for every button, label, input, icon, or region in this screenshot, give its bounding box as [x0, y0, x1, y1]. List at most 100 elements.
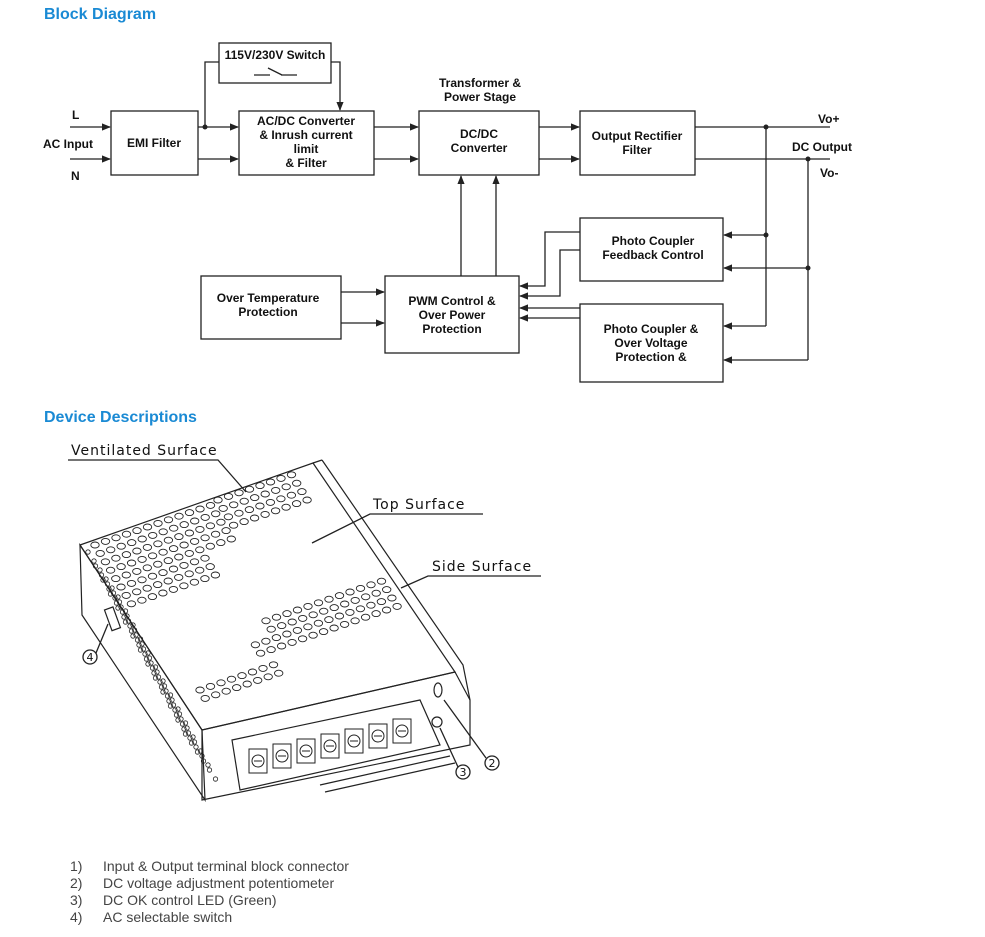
side-vent-hole	[98, 572, 105, 578]
vent-hole	[195, 566, 205, 574]
pwm-line-3: Protection	[422, 322, 481, 336]
side-vent-hole	[145, 650, 151, 656]
side-vent-hole	[113, 600, 120, 606]
side-vent-hole	[199, 753, 205, 759]
side-vent-hole	[169, 697, 175, 703]
side-vent-hole	[137, 647, 144, 653]
side-vent-hole	[178, 716, 184, 722]
photo-ovp-block: Photo Coupler & Over Voltage Protection …	[579, 303, 724, 383]
terminal-slot	[272, 743, 292, 769]
side-vent-hole	[188, 740, 195, 746]
vent-hole	[324, 595, 334, 603]
vent-hole	[100, 537, 111, 545]
vent-hole	[121, 571, 131, 579]
side-vent-hole	[205, 762, 211, 768]
vent-hole	[234, 489, 244, 497]
vent-hole	[281, 483, 291, 491]
side-vent-hole	[170, 702, 177, 708]
description-item: 2)DC voltage adjustment potentiometer	[70, 875, 335, 891]
description-item: 4)AC selectable switch	[70, 909, 233, 925]
vent-hole	[174, 573, 184, 581]
vent-hole	[153, 560, 163, 568]
block-diagram-title: Block Diagram	[44, 6, 157, 23]
side-vent-hole	[142, 651, 148, 657]
side-vent-hole	[103, 576, 109, 582]
vent-hole	[90, 541, 100, 549]
vent-hole	[263, 673, 273, 681]
vent-hole	[345, 588, 355, 596]
vent-hole	[266, 646, 276, 654]
emi-filter-block: EMI Filter	[110, 110, 199, 176]
vent-hole	[179, 521, 189, 529]
vent-hole	[137, 555, 147, 563]
vent-hole	[195, 546, 205, 554]
vent-hole	[216, 518, 226, 526]
vent-hole	[239, 518, 249, 526]
vent-hole	[232, 684, 242, 692]
vent-hole	[111, 554, 121, 562]
side-vent-hole	[130, 633, 136, 639]
vent-hole	[329, 604, 339, 612]
side-vent-hole	[85, 549, 91, 555]
side-vent-hole	[182, 731, 189, 737]
svg-text:2: 2	[489, 757, 496, 770]
vent-hole	[223, 513, 234, 521]
side-vent-hole	[106, 586, 112, 592]
photo-feedback-block: Photo Coupler Feedback Control	[579, 217, 724, 282]
acdc-line-2: & Inrush current	[259, 128, 352, 142]
side-vent-hole	[184, 725, 190, 731]
pwm-line-2: Over Power	[419, 308, 486, 322]
side-vent-hole	[191, 739, 198, 745]
terminal-slot	[320, 733, 340, 759]
vent-hole	[234, 509, 244, 517]
vent-hole	[142, 543, 153, 551]
vent-hole	[244, 485, 255, 493]
transformer-line-2: Power Stage	[444, 90, 516, 104]
photo-feedback-line-1: Photo Coupler	[612, 234, 695, 248]
side-vent-hole	[131, 627, 138, 633]
vent-hole	[189, 578, 200, 586]
side-vent-hole	[152, 664, 159, 670]
vent-hole	[195, 525, 205, 533]
vent-hole	[260, 510, 270, 518]
vent-hole	[318, 628, 329, 636]
side-vent-hole	[181, 726, 187, 732]
vent-hole	[163, 536, 174, 544]
vent-hole	[277, 622, 287, 630]
side-vent-hole	[163, 688, 169, 694]
vent-hole	[116, 542, 126, 550]
vent-hole	[174, 553, 184, 561]
vent-hole	[226, 675, 237, 683]
side-vent-hole	[173, 712, 180, 718]
diagram-connections	[70, 61, 830, 364]
vent-hole	[376, 577, 387, 585]
vent-hole	[184, 549, 194, 557]
output-rectifier-block: Output Rectifier Filter	[579, 110, 696, 176]
vent-hole	[271, 486, 281, 494]
side-vent-hole	[161, 683, 168, 689]
vent-hole	[350, 617, 360, 625]
vent-hole	[303, 602, 313, 610]
side-vent-hole	[140, 646, 147, 652]
side-vent-hole	[100, 577, 106, 583]
photo-ovp-line-2: Over Voltage	[614, 336, 687, 350]
vent-hole	[163, 557, 173, 565]
vent-hole	[184, 509, 195, 517]
vent-hole	[179, 541, 189, 549]
vent-hole	[126, 579, 137, 587]
vent-hole	[153, 581, 163, 589]
vent-hole	[249, 514, 260, 522]
description-item: 3)DC OK control LED (Green)	[70, 892, 277, 908]
terminal-screws	[248, 718, 412, 774]
side-vent-hole	[121, 614, 127, 620]
vent-hole	[221, 527, 231, 535]
vent-hole	[292, 479, 302, 487]
vent-hole	[132, 527, 142, 535]
side-ventilation-holes	[85, 549, 219, 782]
side-vent-hole	[154, 669, 160, 675]
switch-symbol	[254, 67, 297, 76]
vent-hole	[376, 598, 387, 606]
vent-hole	[308, 611, 318, 619]
side-vent-hole	[149, 665, 156, 671]
vent-hole	[371, 610, 381, 618]
